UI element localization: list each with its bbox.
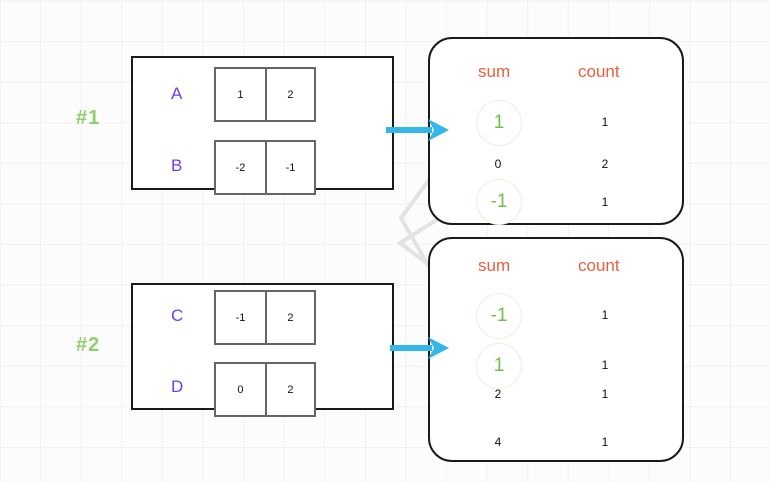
cell-pair-b: -2 -1 [214,140,316,195]
cell-b-0: -2 [235,161,246,174]
result-1-row-2-sum: -1 [476,179,522,225]
result-1-row-1-sum: 0 [494,157,502,171]
column-header-count-2: count [578,256,620,275]
cell-d-1: 2 [264,364,314,415]
result-1-row-0-count: 1 [601,115,609,129]
cell-c-0: -1 [235,311,246,324]
cell-a-0: 1 [237,88,244,101]
cell-c-1: 2 [264,292,314,343]
cell-a-1: 2 [264,69,314,120]
result-2-row-1-sum: 1 [476,343,522,389]
row-label-a: A [171,84,183,103]
step-tag-1: #1 [76,107,101,129]
column-header-sum-1: sum [478,62,511,81]
column-header-count-1: count [578,62,620,81]
result-1-row-0-sum: 1 [476,100,522,146]
row-label-b: B [171,156,183,175]
result-panel-2: sum count -1 1 1 1 2 1 4 1 [428,237,684,462]
cell-pair-c: -1 2 [214,290,316,345]
row-label-d: D [171,377,184,396]
result-2-row-1-count: 1 [601,358,609,372]
cell-pair-d: 0 2 [214,362,316,417]
input-panel-2: C -1 2 D 0 2 [131,283,394,417]
result-2-row-3-count: 1 [601,435,609,449]
result-panel-1: sum count 1 1 0 2 -1 1 [428,37,684,225]
cell-pair-a: 1 2 [214,67,316,122]
result-2-row-0-sum: -1 [476,293,522,339]
cell-d-0: 0 [237,383,244,396]
result-1-row-2-count: 1 [601,195,609,209]
result-2-row-3-sum: 4 [494,435,502,449]
result-2-row-2-sum: 2 [494,387,502,401]
result-2-row-2-count: 1 [601,387,609,401]
result-1-row-1-count: 2 [601,157,609,171]
row-label-c: C [171,306,184,325]
step-tag-2: #2 [76,334,101,356]
result-2-row-0-count: 1 [601,308,609,322]
input-panel-1: A 1 2 B -2 -1 [131,56,394,195]
column-header-sum-2: sum [478,256,511,275]
cell-b-1: -1 [264,142,314,193]
